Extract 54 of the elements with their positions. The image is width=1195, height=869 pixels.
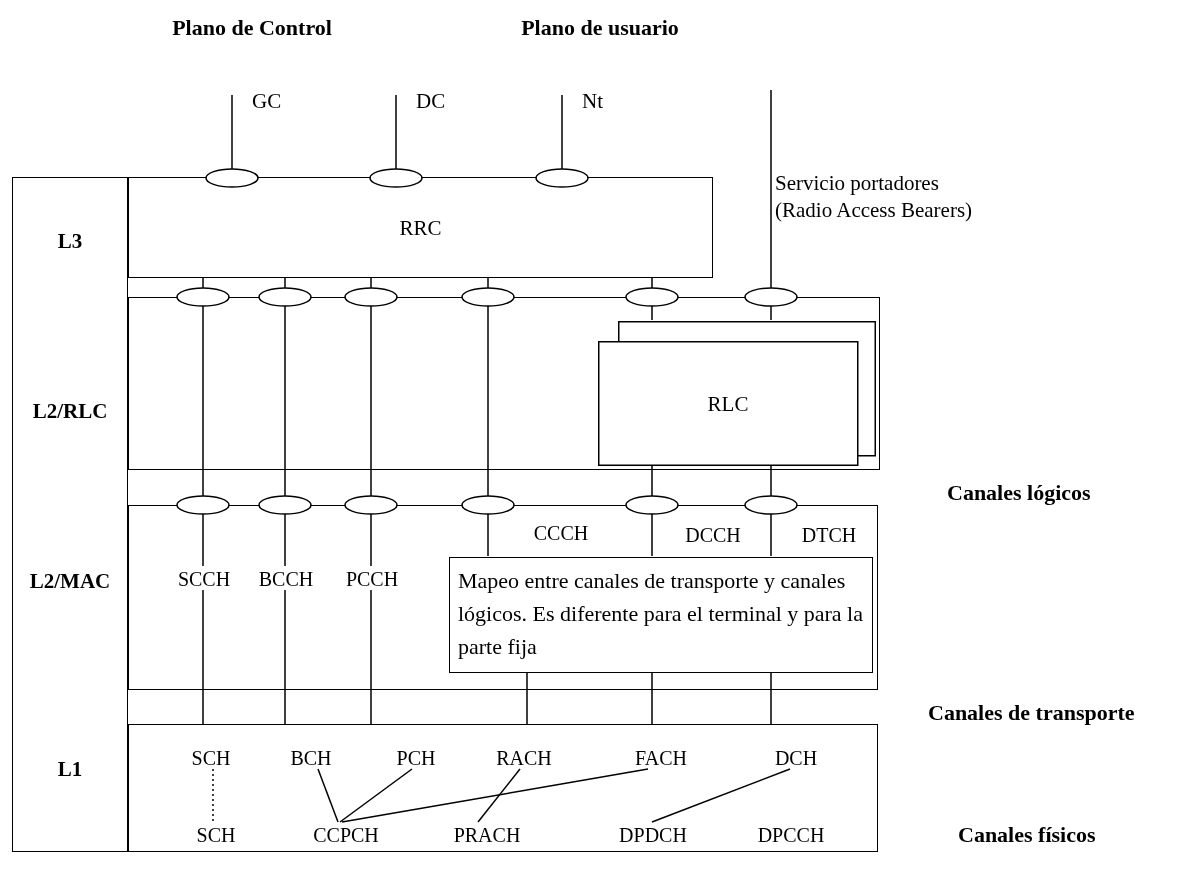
channel-label: DCCH	[685, 523, 741, 547]
section-heading: Plano de Control	[171, 14, 333, 41]
channel-label: CCPCH	[313, 823, 379, 847]
channel-label: SCH	[196, 823, 236, 847]
layer-name: L1	[57, 756, 83, 782]
connector-line	[284, 589, 286, 725]
channel-label: RACH	[496, 746, 552, 770]
channel-label: FACH	[635, 746, 687, 770]
protocol-label: RLC	[707, 391, 749, 416]
connector-line	[770, 671, 772, 725]
layer-name: L3	[57, 228, 83, 254]
connector-line	[526, 671, 528, 725]
channel-label: SCH	[191, 746, 231, 770]
channel-label: SCCH	[177, 567, 231, 591]
connector-line	[317, 768, 339, 823]
layer-name: L2/RLC	[32, 398, 108, 424]
layer-region	[128, 297, 880, 470]
edge-label: DC	[416, 88, 446, 114]
connector-line	[370, 589, 372, 725]
connector-line	[202, 589, 204, 725]
connector-line	[651, 671, 653, 725]
channel-label: BCCH	[258, 567, 314, 591]
connector-line	[202, 277, 204, 567]
section-heading: Canales lógicos	[947, 479, 1092, 506]
connector-line	[370, 277, 372, 567]
layer-region	[128, 505, 878, 690]
channel-label: BCH	[290, 746, 332, 770]
dotted-line	[212, 768, 214, 823]
channel-label: PRACH	[453, 823, 521, 847]
layer-region	[128, 724, 878, 852]
channel-label: PCH	[396, 746, 436, 770]
channel-label: DPDCH	[619, 823, 687, 847]
channel-label: DCH	[774, 746, 818, 770]
section-heading: Canales de transporte	[928, 699, 1136, 726]
layer-column	[12, 177, 128, 852]
connector-line	[651, 768, 791, 823]
connector-line	[284, 277, 286, 567]
connector-line	[341, 768, 649, 823]
edge-label: Nt	[582, 88, 603, 114]
layer-name: L2/MAC	[29, 568, 111, 594]
channel-label: PCCH	[345, 567, 399, 591]
section-heading: Canales físicos	[958, 821, 1097, 848]
protocol-label: RRC	[399, 215, 442, 240]
connector-line	[477, 768, 521, 823]
section-heading: Plano de usuario	[520, 14, 680, 41]
channel-label: CCCH	[533, 521, 589, 545]
connector-line	[339, 768, 413, 823]
note-box	[449, 557, 873, 673]
note-text: Mapeo entre canales de transporte y canales lógicos. Es diferente para el terminal y para la parte fija	[458, 567, 864, 661]
channel-label: DTCH	[801, 523, 857, 547]
channel-label: DPCCH	[757, 823, 825, 847]
connector-line	[770, 89, 772, 321]
edge-label: GC	[252, 88, 282, 114]
annotation-text: Servicio portadores (Radio Access Bearers)	[775, 170, 974, 224]
